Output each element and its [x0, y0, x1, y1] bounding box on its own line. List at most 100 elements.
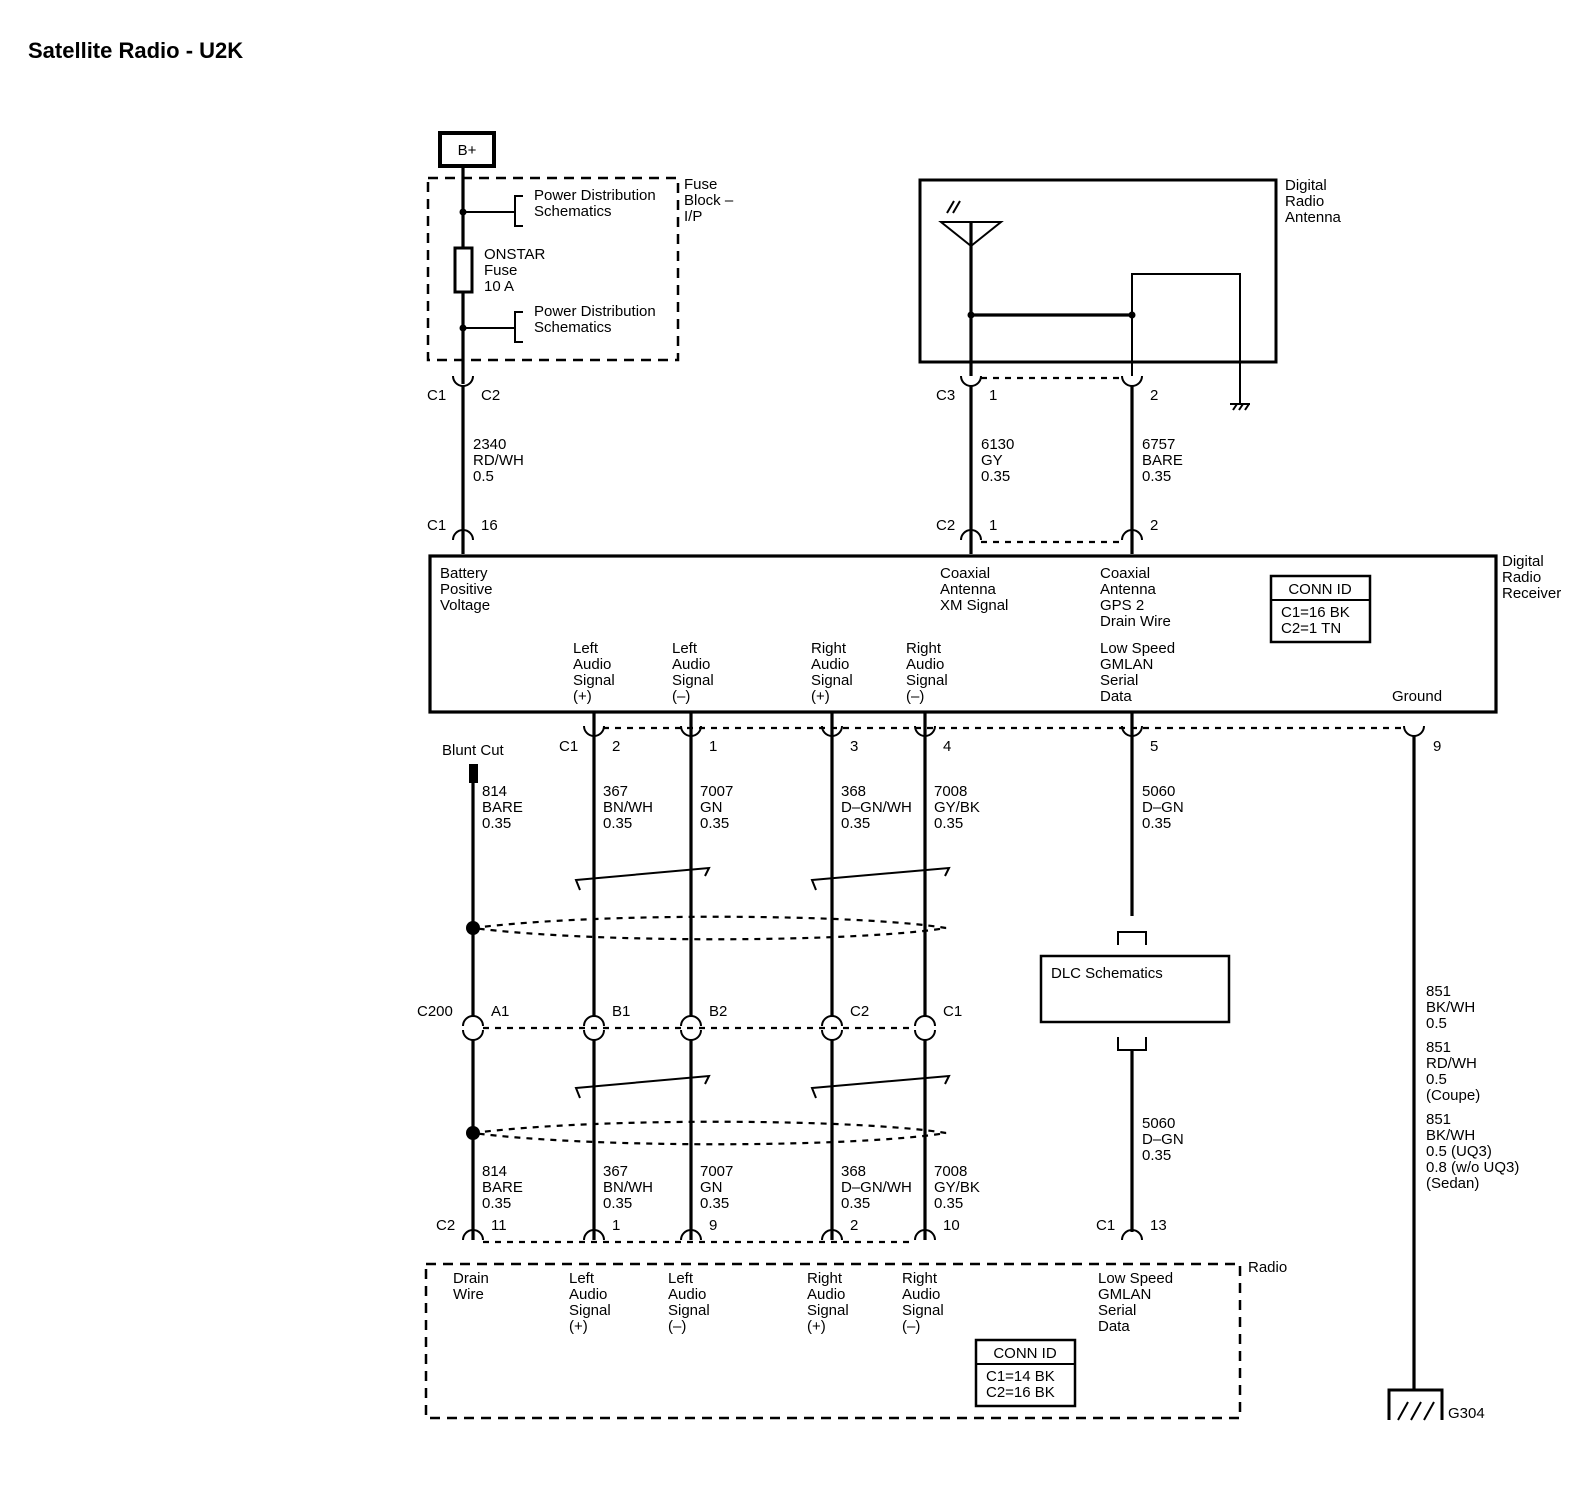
- bplus-label: B+: [458, 142, 477, 159]
- receiver-conn-id: CONN ID C1=16 BK C2=1 TN: [1269, 574, 1372, 644]
- svg-text:11: 11: [491, 1217, 507, 1234]
- svg-text:C2: C2: [436, 1217, 455, 1234]
- fuse-conn-c2: C2: [481, 387, 500, 404]
- receiver-c1-connector: C1 2 1 3 4 5 9: [559, 725, 1441, 755]
- svg-text:C200: C200: [417, 1003, 453, 1020]
- svg-text:2: 2: [612, 738, 620, 755]
- radio-connectors: C2 11 1 9 2 10 C1 13: [436, 1217, 1167, 1244]
- power-dist-ref-top: Power Distribution Schematics: [534, 187, 660, 220]
- radio-conn-id: CONN ID C1=14 BK C2=16 BK: [974, 1338, 1077, 1408]
- power-wire-label: 2340 RD/WH 0.5: [473, 436, 528, 485]
- page-title: Satellite Radio - U2K: [28, 38, 244, 63]
- rcv-gmlan-label: Low Speed GMLAN Serial Data: [1100, 640, 1179, 705]
- battery-positive-label: Battery Positive Voltage: [440, 565, 497, 614]
- rcv-right-audio-neg-label: Right Audio Signal (–): [906, 640, 952, 705]
- svg-text:2: 2: [850, 1217, 858, 1234]
- svg-text:9: 9: [1433, 738, 1441, 755]
- antenna-connector-c3: C3 1 2: [936, 375, 1158, 404]
- coax-xm-label: Coaxial Antenna XM Signal: [940, 565, 1008, 614]
- wire-6757-label: 6757 BARE 0.35: [1142, 436, 1187, 485]
- svg-text:C2=16 BK: C2=16 BK: [986, 1384, 1055, 1401]
- ground-icon: [1387, 1388, 1444, 1421]
- svg-text:1: 1: [989, 517, 997, 534]
- ground-g304-label: G304: [1448, 1405, 1485, 1422]
- digital-radio-receiver: Battery Positive Voltage Coaxial Antenna…: [428, 553, 1561, 714]
- wire-6130-label: 6130 GY 0.35: [981, 436, 1019, 485]
- rcv-ground-label: Ground: [1392, 688, 1442, 705]
- receiver-label: Digital Radio Receiver: [1502, 553, 1561, 602]
- rcv-conn-c1-top: C1: [427, 517, 446, 534]
- svg-text:9: 9: [709, 1217, 717, 1234]
- svg-text:C1: C1: [1096, 1217, 1115, 1234]
- twisted-pair-right-icon: [810, 866, 951, 891]
- svg-text:13: 13: [1150, 1217, 1167, 1234]
- coax-wires: 6130 GY 0.35 6757 BARE 0.35 C2 1 2: [936, 386, 1187, 554]
- svg-text:2: 2: [1150, 387, 1158, 404]
- svg-text:1: 1: [709, 738, 717, 755]
- svg-text:C1=16 BK: C1=16 BK: [1281, 604, 1350, 621]
- svg-text:CONN ID: CONN ID: [1288, 581, 1352, 598]
- c200-connector: C200 A1 B1 B2 C2 C1: [417, 1003, 962, 1041]
- blunt-cut-label: Blunt Cut: [442, 742, 505, 759]
- svg-text:CONN ID: CONN ID: [993, 1345, 1057, 1362]
- rcv-left-audio-neg-label: Left Audio Signal (–): [672, 640, 718, 705]
- svg-text:DLC Schematics: DLC Schematics: [1051, 965, 1163, 982]
- twisted-pair-left-icon: [574, 866, 711, 891]
- onstar-fuse-label: ONSTAR Fuse 10 A: [484, 246, 550, 295]
- rcv-left-audio-pos-label: Left Audio Signal (+): [573, 640, 619, 705]
- svg-text:10: 10: [943, 1217, 960, 1234]
- svg-text:A1: A1: [491, 1003, 509, 1020]
- blunt-cut-icon: [469, 764, 478, 783]
- svg-text:2: 2: [1150, 517, 1158, 534]
- dlc-schematics-ref[interactable]: DLC Schematics: [1039, 954, 1231, 1232]
- rcv-right-audio-pos-label: Right Audio Signal (+): [811, 640, 857, 705]
- fuse-block: Power Distribution Schematics ONSTAR Fus…: [426, 166, 737, 384]
- svg-text:B1: B1: [612, 1003, 630, 1020]
- fuse-block-label: Fuse Block – I/P: [684, 176, 737, 225]
- svg-text:1: 1: [989, 387, 997, 404]
- radio-label: Radio: [1248, 1259, 1287, 1276]
- svg-text:C1: C1: [559, 738, 578, 755]
- svg-text:5: 5: [1150, 738, 1158, 755]
- svg-text:3: 3: [850, 738, 858, 755]
- digital-radio-antenna: Digital Radio Antenna: [918, 177, 1342, 411]
- power-dist-ref-bottom: Power Distribution Schematics: [534, 303, 660, 336]
- svg-text:B2: B2: [709, 1003, 727, 1020]
- svg-text:C2: C2: [850, 1003, 869, 1020]
- svg-text:1: 1: [612, 1217, 620, 1234]
- svg-text:4: 4: [943, 738, 951, 755]
- svg-text:C3: C3: [936, 387, 955, 404]
- svg-text:C2: C2: [936, 517, 955, 534]
- battery-positive-source: B+: [438, 131, 496, 168]
- onstar-fuse: [453, 246, 474, 294]
- power-wire-2340: 2340 RD/WH 0.5 C1 16: [427, 386, 528, 554]
- fuse-conn-c1: C1: [427, 387, 446, 404]
- svg-text:C1: C1: [943, 1003, 962, 1020]
- svg-text:C2=1 TN: C2=1 TN: [1281, 620, 1341, 637]
- rcv-pin-16: 16: [481, 517, 498, 534]
- svg-text:C1=14 BK: C1=14 BK: [986, 1368, 1055, 1385]
